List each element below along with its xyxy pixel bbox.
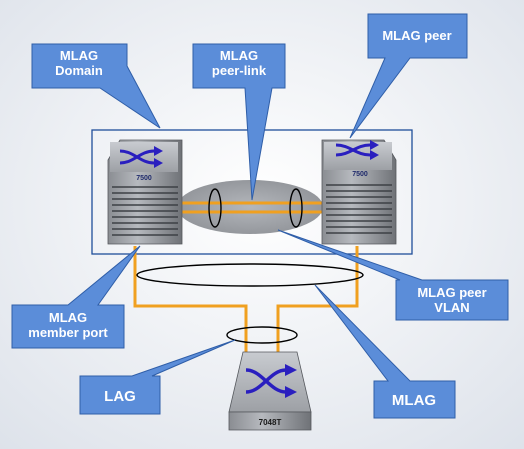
callout-mlag-peer-text: MLAG peer	[382, 28, 451, 43]
left-switch-logo-icon	[119, 146, 163, 168]
callout-mlag-domain-shape	[31, 43, 161, 129]
peer-link-oval	[177, 180, 323, 234]
callout-mlag-peer-link-shape	[192, 43, 286, 201]
left-switch-label: 7500	[136, 175, 152, 182]
left-switch: 7500	[107, 139, 183, 245]
callout-mlag-peer: MLAG peer	[349, 13, 468, 139]
callout-lag-text: LAG	[104, 388, 136, 405]
peer-link-lag-ring-left	[208, 188, 222, 228]
mlag-ring	[136, 263, 364, 287]
bottom-switch-top	[228, 351, 312, 413]
callout-mlag-peer-vlan-shape	[277, 229, 509, 321]
callout-lag: LAG	[79, 339, 236, 415]
callout-mlag-member-port-shape	[11, 245, 141, 349]
callout-lag-shape	[79, 339, 236, 415]
bottom-switch-logo-icon	[245, 364, 297, 398]
right-switch-label: 7500	[352, 171, 368, 178]
right-uplink	[276, 246, 359, 360]
left-switch-top	[110, 142, 178, 172]
bottom-switch-front	[228, 411, 312, 431]
left-switch-slots	[112, 186, 178, 236]
callout-mlag-shape	[314, 284, 456, 419]
right-switch-slots	[326, 184, 392, 234]
bottom-switch-label: 7048T	[259, 418, 282, 427]
orange-links	[133, 201, 359, 360]
callout-mlag-text: MLAG	[392, 392, 436, 409]
right-switch-logo-icon	[335, 140, 379, 160]
bottom-switch: 7048T	[228, 351, 312, 431]
callout-mlag: MLAG	[314, 284, 456, 419]
callout-mlag-peer-shape	[349, 13, 468, 139]
right-switch: 7500	[321, 139, 397, 245]
left-uplink	[133, 246, 248, 360]
lag-ring	[226, 326, 298, 344]
peer-link-lag-ring-right	[289, 188, 303, 228]
